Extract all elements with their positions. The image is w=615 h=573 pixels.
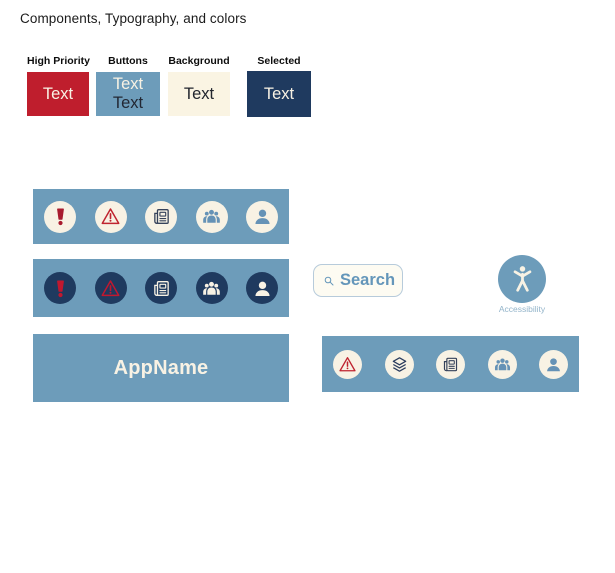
search-placeholder: Search [340,271,396,289]
swatch-text: Text [42,84,74,103]
high-priority-button[interactable] [44,200,76,233]
news-icon [151,206,172,227]
high-priority-exclamation-icon [50,206,71,227]
app-banner: AppName [33,334,289,402]
accessibility-icon [506,263,539,296]
high-priority-button-selected[interactable] [44,272,76,304]
warning-button[interactable] [94,200,127,233]
layers-icon [390,355,409,374]
swatch-buttons: Text Text [96,72,160,116]
person-button[interactable] [246,200,278,233]
warning-button-selected[interactable] [94,272,127,304]
people-button-selected[interactable] [195,272,228,304]
icon-row-light [33,189,289,244]
person-icon [252,206,273,227]
swatch-text: Text [263,84,295,103]
news-button-alt[interactable] [436,349,465,379]
search-input[interactable]: Search [313,264,403,297]
news-icon [151,278,172,299]
swatch-text: Text [112,75,144,93]
swatch-selected: Text [247,71,311,117]
swatch-text: Text [112,94,144,112]
news-icon [441,355,460,374]
person-icon [252,278,273,299]
swatch-label-buttons: Buttons [108,55,148,67]
layers-button[interactable] [384,349,414,379]
warning-button-alt[interactable] [333,349,362,379]
person-icon [544,355,563,374]
warning-triangle-icon [338,355,357,374]
person-button-selected[interactable] [246,272,278,304]
high-priority-exclamation-icon [50,278,71,299]
news-button-selected[interactable] [145,272,177,304]
page-title: Components, Typography, and colors [20,11,247,26]
warning-triangle-icon [100,206,121,227]
news-button[interactable] [145,200,177,233]
swatch-high-priority: Text [27,72,89,116]
people-button[interactable] [195,200,228,233]
swatch-background: Text [168,72,230,116]
search-icon [323,275,335,287]
swatch-label-high-priority: High Priority [27,55,91,67]
swatch-label-selected: Selected [257,55,301,67]
people-group-icon [201,278,222,299]
swatch-label-background: Background [168,55,230,67]
icon-row-selected [33,259,289,317]
accessibility-label: Accessibility [498,304,546,314]
accessibility-button[interactable] [498,255,546,303]
people-button-alt[interactable] [487,349,517,379]
people-group-icon [493,355,512,374]
app-name: AppName [113,356,209,379]
warning-triangle-icon [100,278,121,299]
person-button-alt[interactable] [539,349,568,379]
swatch-text: Text [183,84,215,103]
icon-row-light-alt [322,336,579,392]
people-group-icon [201,206,222,227]
